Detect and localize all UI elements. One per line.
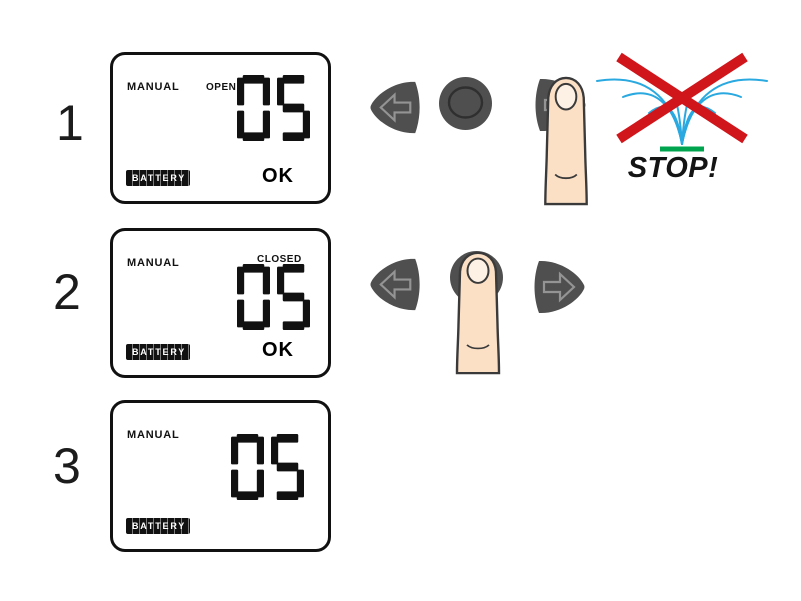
left-arrow-button: [370, 81, 420, 134]
lcd-digits: [237, 264, 310, 330]
lcd-display: MANUAL CLOSED BATTERY OK: [110, 228, 331, 378]
lcd-digits: [231, 434, 304, 500]
button-shape: [534, 260, 585, 314]
finger-shape: [455, 251, 501, 375]
fingernail-icon: [466, 257, 490, 284]
lcd-ok-label: OK: [262, 339, 294, 361]
center-button: [439, 77, 492, 130]
battery-indicator: BATTERY: [126, 518, 191, 534]
button-shape: [370, 258, 420, 311]
step-number: 1: [56, 95, 84, 151]
lcd-display: MANUAL OPEN BATTERY OK: [110, 52, 331, 204]
arrow-left-icon: [379, 269, 412, 300]
sprinkler-stop-icon: [596, 52, 768, 152]
stop-cross-icon: [616, 52, 748, 144]
stop-label: STOP!: [627, 152, 719, 184]
lcd-mode-label: MANUAL: [127, 257, 180, 269]
lcd-state-label: OPEN: [206, 82, 237, 93]
finger-crease: [466, 344, 490, 350]
arrow-left-icon: [379, 92, 412, 123]
button-shape: [439, 77, 492, 130]
button-shape: [370, 81, 420, 134]
step-number: 3: [53, 438, 81, 494]
finger-icon: [544, 76, 588, 206]
fingernail-icon: [554, 82, 578, 111]
finger-icon: [455, 251, 501, 375]
center-button-ring-icon: [447, 86, 484, 119]
lcd-mode-label: MANUAL: [127, 81, 180, 93]
left-arrow-button: [370, 258, 420, 311]
right-arrow-button: [534, 260, 585, 314]
finger-shape: [544, 76, 588, 206]
battery-indicator: BATTERY: [126, 170, 191, 186]
step-number: 2: [53, 264, 81, 320]
lcd-mode-label: MANUAL: [127, 429, 180, 441]
arrow-right-icon: [542, 271, 576, 303]
battery-indicator: BATTERY: [126, 344, 191, 360]
finger-crease: [554, 173, 578, 180]
lcd-state-label: CLOSED: [257, 254, 302, 265]
lcd-display: MANUAL BATTERY: [110, 400, 331, 552]
lcd-digits: [237, 75, 310, 141]
lcd-ok-label: OK: [262, 165, 294, 187]
